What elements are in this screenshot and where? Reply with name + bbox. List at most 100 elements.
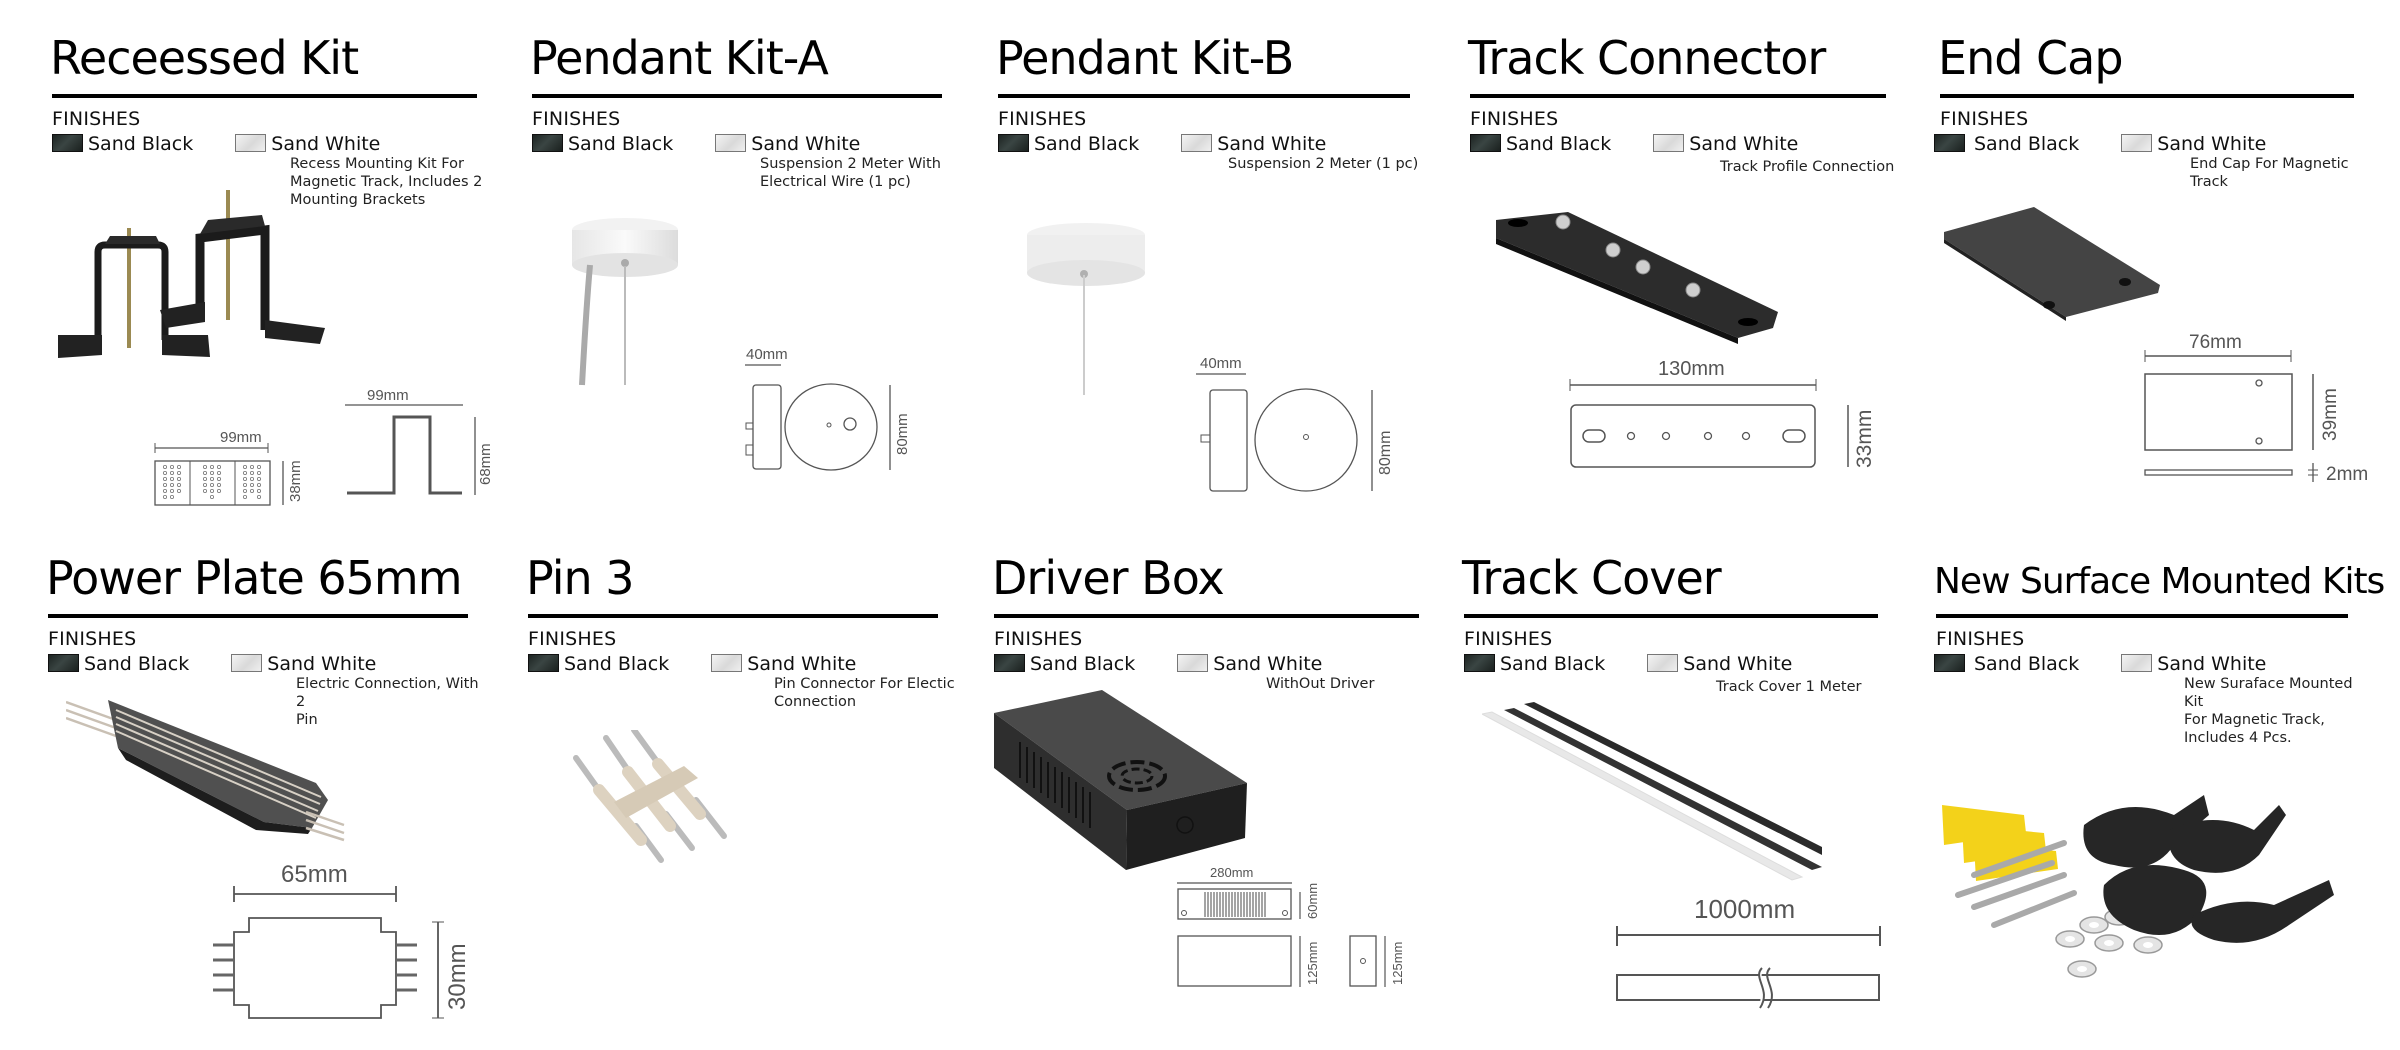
description-line: Pin: [296, 712, 318, 728]
dimension-label: 68mm: [477, 443, 490, 485]
finish-swatches: Sand Black Sand White: [994, 653, 1322, 675]
pendant-b-drawing: 40mm 80mm: [1196, 355, 1394, 492]
description-line: Electrical Wire (1 pc): [760, 174, 911, 190]
finishes-label: FINISHES: [1940, 108, 2029, 130]
finish-name: Sand White: [1217, 133, 1327, 155]
finish-sand-black: Sand Black: [1934, 133, 2079, 155]
title-rule: [994, 614, 1419, 618]
finish-name: Sand Black: [568, 133, 674, 155]
description-line: Suspension 2 Meter With: [760, 156, 941, 172]
pin-connector-photo: [573, 730, 727, 863]
track-connector-photo: [1496, 212, 1778, 344]
sand-white-swatch: [711, 654, 743, 672]
description-line: For Magnetic Track,: [2184, 712, 2325, 728]
recessed-kit-drawing: 99mm 38mm 99mm 68mm: [154, 387, 490, 506]
product-description: New Suraface Mounted Kit For Magnetic Tr…: [2184, 675, 2374, 747]
finish-name: Sand Black: [88, 133, 194, 155]
finish-sand-black: Sand Black: [1470, 133, 1611, 155]
finish-name: Sand Black: [1974, 133, 2080, 155]
finish-sand-black: Sand Black: [532, 133, 673, 155]
description-line: Mounting Brackets: [290, 192, 426, 208]
finishes-label: FINISHES: [994, 628, 1083, 650]
dimension-label: 125mm: [1305, 942, 1320, 985]
track-cover-drawing: 1000mm: [1616, 894, 1881, 1009]
finish-name: Sand White: [267, 653, 377, 675]
sand-white-swatch: [1653, 134, 1685, 152]
dimension-label: 30mm: [444, 943, 471, 1010]
title-rule: [528, 614, 938, 618]
sand-white-swatch: [2121, 654, 2153, 672]
finish-sand-white: Sand White: [711, 653, 856, 675]
product-description: Suspension 2 Meter With Electrical Wire …: [760, 155, 941, 191]
finish-sand-white: Sand White: [2121, 133, 2266, 155]
description-line: Track Profile Connection: [1720, 159, 1895, 175]
finish-name: Sand Black: [1500, 653, 1606, 675]
description-line: Suspension 2 Meter (1 pc): [1228, 156, 1419, 172]
description-line: Connection: [774, 694, 857, 710]
sand-white-swatch: [2121, 134, 2153, 152]
product-title: Pendant Kit-A: [530, 31, 829, 85]
description-line: Pin Connector For Electic: [774, 676, 955, 692]
product-title: Track Connector: [1468, 31, 1826, 85]
dimension-label: 125mm: [1390, 942, 1405, 985]
finishes-label: FINISHES: [1470, 108, 1559, 130]
sand-black-swatch: [1934, 134, 1965, 152]
dimension-label: 40mm: [746, 346, 788, 363]
finish-sand-white: Sand White: [1653, 133, 1798, 155]
dimension-label: 60mm: [1305, 883, 1320, 919]
finish-sand-black: Sand Black: [52, 133, 193, 155]
finish-sand-black: Sand Black: [48, 653, 189, 675]
finish-sand-black: Sand Black: [528, 653, 669, 675]
finish-name: Sand White: [1213, 653, 1323, 675]
sand-black-swatch: [1464, 654, 1495, 672]
finishes-label: FINISHES: [52, 108, 141, 130]
finish-name: Sand White: [2157, 653, 2267, 675]
finish-swatches: Sand Black Sand White: [998, 133, 1326, 155]
dimension-label: 99mm: [220, 429, 262, 446]
product-description: Pin Connector For Electic Connection: [774, 675, 955, 711]
sand-white-swatch: [1177, 654, 1209, 672]
product-description: Recess Mounting Kit For Magnetic Track, …: [290, 155, 482, 209]
finish-sand-white: Sand White: [1177, 653, 1322, 675]
driver-box-photo: [994, 690, 1247, 870]
sand-black-swatch: [48, 654, 79, 672]
finish-sand-white: Sand White: [715, 133, 860, 155]
finish-swatches: Sand Black Sand White: [532, 133, 860, 155]
power-plate-photo: [66, 700, 345, 842]
product-title: Pendant Kit-B: [996, 31, 1294, 85]
title-rule: [1470, 94, 1886, 98]
sand-white-swatch: [715, 134, 747, 152]
dimension-label: 38mm: [287, 460, 304, 502]
finish-sand-white: Sand White: [1181, 133, 1326, 155]
pendant-canopy-photo: [1027, 223, 1145, 395]
product-description: Track Profile Connection: [1720, 158, 1894, 176]
pendant-a-drawing: 40mm 80mm: [745, 346, 911, 471]
sand-black-swatch: [52, 134, 83, 152]
description-line: Electric Connection, With 2: [296, 676, 479, 710]
description-line: Magnetic Track, Includes 2: [290, 174, 483, 190]
finish-sand-black: Sand Black: [1934, 653, 2079, 675]
finish-swatches: Sand Black Sand White: [1470, 133, 1798, 155]
dimension-label: 280mm: [1210, 865, 1253, 880]
finish-sand-black: Sand Black: [994, 653, 1135, 675]
track-cover-photo: [1482, 702, 1822, 881]
dimension-label: 80mm: [1377, 431, 1394, 475]
finish-sand-black: Sand Black: [998, 133, 1139, 155]
finish-name: Sand Black: [1974, 653, 2080, 675]
sand-black-swatch: [532, 134, 563, 152]
finish-name: Sand White: [2157, 133, 2267, 155]
finishes-label: FINISHES: [998, 108, 1087, 130]
sand-white-swatch: [1647, 654, 1679, 672]
finish-name: Sand White: [751, 133, 861, 155]
dimension-label: 65mm: [281, 861, 348, 888]
finish-sand-white: Sand White: [235, 133, 380, 155]
description-line: Track Cover 1 Meter: [1716, 679, 1862, 695]
product-description: Electric Connection, With 2 Pin: [296, 675, 486, 729]
dimension-label: 1000mm: [1694, 894, 1795, 924]
finishes-label: FINISHES: [1936, 628, 2025, 650]
title-rule: [998, 94, 1410, 98]
finish-swatches: Sand Black Sand White: [1934, 653, 2266, 675]
